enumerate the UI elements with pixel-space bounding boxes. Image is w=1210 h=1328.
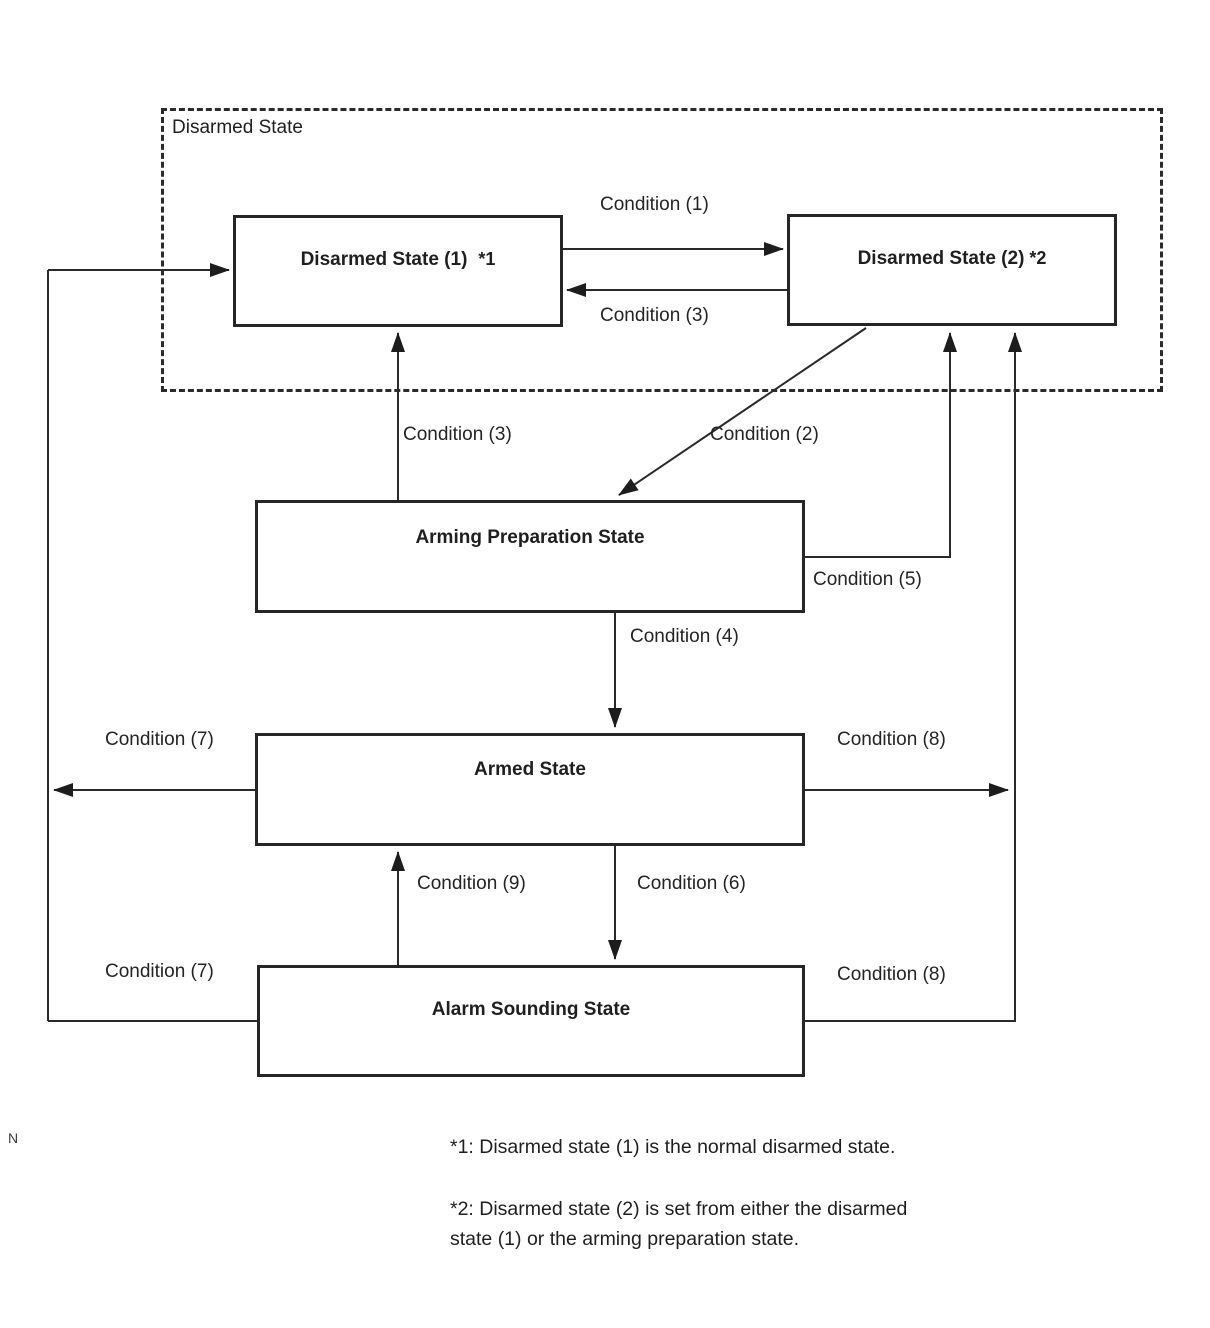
state-note-disarmed-1: *1 — [478, 249, 496, 269]
transition-label-condition-3-mid: Condition (3) — [403, 424, 512, 445]
state-box-arming-preparation: Arming Preparation State — [255, 500, 805, 613]
state-box-armed: Armed State — [255, 733, 805, 846]
transition-label-condition-5: Condition (5) — [813, 569, 922, 590]
disarmed-region-label: Disarmed State — [172, 117, 303, 138]
page-marker: N — [8, 1130, 19, 1146]
transition-label-condition-7-armed: Condition (7) — [105, 729, 214, 750]
state-label-armed: Armed State — [474, 759, 586, 780]
footnote-1: *1: Disarmed state (1) is the normal dis… — [450, 1136, 896, 1158]
transition-label-condition-8-armed: Condition (8) — [837, 729, 946, 750]
state-box-alarm-sounding: Alarm Sounding State — [257, 965, 805, 1077]
state-label-disarmed-1: Disarmed State (1) — [300, 249, 468, 270]
transition-label-condition-7-alarm: Condition (7) — [105, 961, 214, 982]
transition-label-condition-3-top: Condition (3) — [600, 305, 709, 326]
transition-label-condition-1: Condition (1) — [600, 194, 709, 215]
state-box-disarmed-2: Disarmed State (2) *2 — [787, 214, 1117, 326]
state-box-disarmed-1: Disarmed State (1) *1 — [233, 215, 563, 327]
arrow-right-rail-into-disarmed-2 — [805, 332, 1022, 1022]
state-label-disarmed-2: Disarmed State (2) — [857, 248, 1025, 269]
transition-label-condition-6: Condition (6) — [637, 873, 746, 894]
footnote-2: *2: Disarmed state (2) is set from eithe… — [450, 1198, 908, 1250]
transition-label-condition-9: Condition (9) — [417, 873, 526, 894]
state-label-arming-preparation: Arming Preparation State — [415, 527, 645, 548]
transition-label-condition-4: Condition (4) — [630, 626, 739, 647]
state-label-alarm-sounding: Alarm Sounding State — [431, 999, 631, 1020]
state-note-disarmed-2: *2 — [1029, 248, 1047, 268]
disarmed-region-border — [161, 108, 1163, 392]
arrow-condition-5 — [805, 332, 957, 558]
transition-label-condition-2: Condition (2) — [710, 424, 819, 445]
arrow-condition-2 — [618, 327, 867, 496]
transition-label-condition-8-alarm: Condition (8) — [837, 964, 946, 985]
